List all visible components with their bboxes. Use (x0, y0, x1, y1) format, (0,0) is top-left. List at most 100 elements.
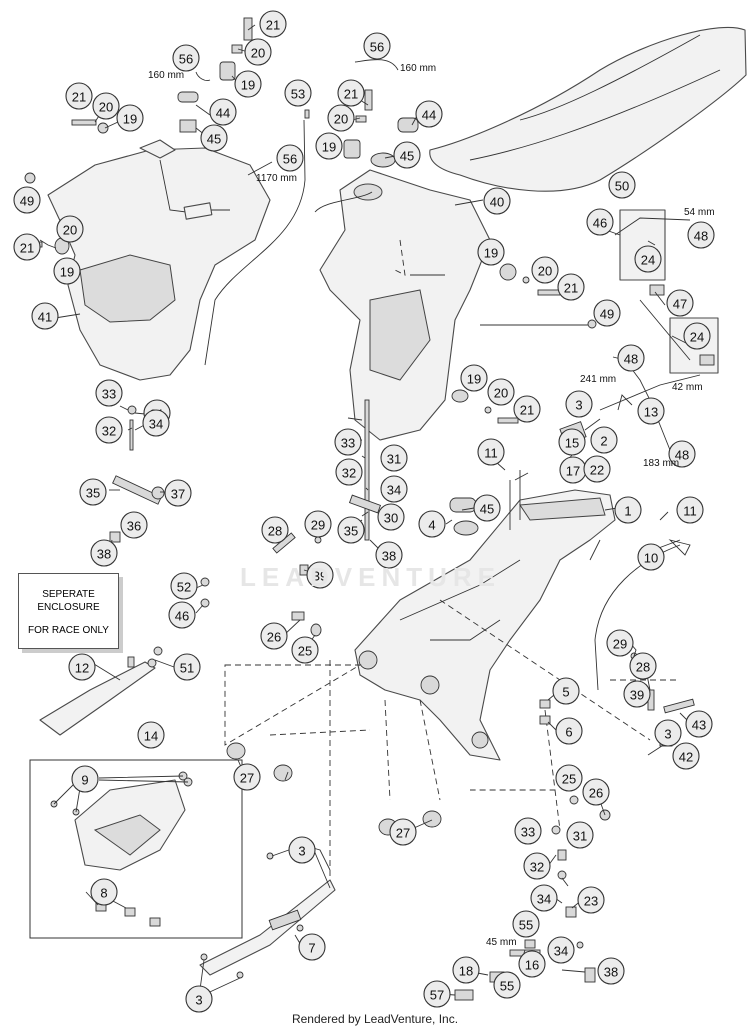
callout-55[interactable]: 55 (512, 910, 540, 938)
callout-29[interactable]: 29 (606, 629, 634, 657)
callout-19[interactable]: 19 (477, 238, 505, 266)
callout-29[interactable]: 29 (304, 510, 332, 538)
callout-57[interactable]: 57 (423, 980, 451, 1008)
callout-27[interactable]: 27 (233, 763, 261, 791)
callout-47[interactable]: 47 (666, 289, 694, 317)
callout-16[interactable]: 16 (518, 950, 546, 978)
callout-49[interactable]: 49 (593, 299, 621, 327)
callout-3[interactable]: 3 (185, 985, 213, 1013)
callout-14[interactable]: 14 (137, 721, 165, 749)
callout-8[interactable]: 8 (90, 878, 118, 906)
callout-31[interactable]: 31 (566, 821, 594, 849)
callout-38[interactable]: 38 (90, 539, 118, 567)
callout-49[interactable]: 49 (13, 186, 41, 214)
callout-25[interactable]: 25 (291, 636, 319, 664)
callout-21[interactable]: 21 (557, 273, 585, 301)
callout-32[interactable]: 32 (95, 416, 123, 444)
callout-40[interactable]: 40 (483, 187, 511, 215)
callout-27[interactable]: 27 (389, 818, 417, 846)
callout-9[interactable]: 9 (71, 765, 99, 793)
callout-52[interactable]: 52 (170, 572, 198, 600)
callout-19[interactable]: 19 (53, 257, 81, 285)
callout-20[interactable]: 20 (531, 256, 559, 284)
callout-1[interactable]: 1 (614, 496, 642, 524)
callout-20[interactable]: 20 (244, 38, 272, 66)
callout-34[interactable]: 34 (142, 409, 170, 437)
callout-38[interactable]: 38 (375, 541, 403, 569)
callout-5[interactable]: 5 (552, 677, 580, 705)
callout-21[interactable]: 21 (65, 82, 93, 110)
callout-6[interactable]: 6 (555, 717, 583, 745)
callout-41[interactable]: 41 (31, 302, 59, 330)
callout-48[interactable]: 48 (687, 221, 715, 249)
callout-46[interactable]: 46 (586, 208, 614, 236)
callout-33[interactable]: 33 (514, 817, 542, 845)
callout-32[interactable]: 32 (523, 852, 551, 880)
callout-45[interactable]: 45 (393, 141, 421, 169)
callout-35[interactable]: 35 (79, 478, 107, 506)
callout-55[interactable]: 55 (493, 971, 521, 999)
callout-31[interactable]: 31 (380, 444, 408, 472)
callout-18[interactable]: 18 (452, 956, 480, 984)
callout-3[interactable]: 3 (565, 390, 593, 418)
callout-56[interactable]: 56 (363, 32, 391, 60)
callout-39[interactable]: 39 (306, 561, 334, 589)
callout-20[interactable]: 20 (56, 215, 84, 243)
callout-2[interactable]: 2 (590, 426, 618, 454)
callout-38[interactable]: 38 (597, 957, 625, 985)
callout-19[interactable]: 19 (234, 70, 262, 98)
callout-34[interactable]: 34 (530, 884, 558, 912)
callout-17[interactable]: 17 (559, 456, 587, 484)
callout-48[interactable]: 48 (668, 440, 696, 468)
callout-19[interactable]: 19 (460, 364, 488, 392)
callout-20[interactable]: 20 (327, 104, 355, 132)
callout-13[interactable]: 13 (637, 397, 665, 425)
callout-36[interactable]: 36 (120, 511, 148, 539)
callout-3[interactable]: 3 (654, 719, 682, 747)
callout-46[interactable]: 46 (168, 601, 196, 629)
callout-33[interactable]: 33 (334, 428, 362, 456)
callout-24[interactable]: 24 (683, 322, 711, 350)
callout-34[interactable]: 34 (547, 936, 575, 964)
callout-11[interactable]: 11 (676, 496, 704, 524)
callout-21[interactable]: 21 (513, 395, 541, 423)
callout-50[interactable]: 50 (608, 171, 636, 199)
callout-20[interactable]: 20 (92, 92, 120, 120)
callout-53[interactable]: 53 (284, 79, 312, 107)
callout-44[interactable]: 44 (209, 98, 237, 126)
callout-19[interactable]: 19 (116, 104, 144, 132)
callout-51[interactable]: 51 (173, 653, 201, 681)
callout-24[interactable]: 24 (634, 245, 662, 273)
callout-32[interactable]: 32 (335, 458, 363, 486)
callout-35[interactable]: 35 (337, 516, 365, 544)
callout-11[interactable]: 11 (477, 438, 505, 466)
callout-45[interactable]: 45 (200, 124, 228, 152)
callout-45[interactable]: 45 (473, 494, 501, 522)
callout-56[interactable]: 56 (276, 144, 304, 172)
callout-15[interactable]: 15 (558, 428, 586, 456)
callout-42[interactable]: 42 (672, 742, 700, 770)
callout-28[interactable]: 28 (629, 652, 657, 680)
callout-12[interactable]: 12 (68, 653, 96, 681)
callout-20[interactable]: 20 (487, 378, 515, 406)
callout-23[interactable]: 23 (577, 886, 605, 914)
callout-48[interactable]: 48 (617, 344, 645, 372)
callout-21[interactable]: 21 (259, 10, 287, 38)
callout-26[interactable]: 26 (582, 778, 610, 806)
callout-4[interactable]: 4 (418, 510, 446, 538)
callout-7[interactable]: 7 (298, 933, 326, 961)
callout-43[interactable]: 43 (685, 710, 713, 738)
callout-3[interactable]: 3 (288, 836, 316, 864)
callout-34[interactable]: 34 (380, 475, 408, 503)
callout-19[interactable]: 19 (315, 132, 343, 160)
callout-10[interactable]: 10 (637, 543, 665, 571)
callout-21[interactable]: 21 (337, 79, 365, 107)
callout-22[interactable]: 22 (583, 455, 611, 483)
callout-28[interactable]: 28 (261, 516, 289, 544)
callout-44[interactable]: 44 (415, 100, 443, 128)
callout-39[interactable]: 39 (623, 680, 651, 708)
callout-25[interactable]: 25 (555, 764, 583, 792)
callout-37[interactable]: 37 (164, 479, 192, 507)
callout-56[interactable]: 56 (172, 44, 200, 72)
callout-33[interactable]: 33 (95, 379, 123, 407)
